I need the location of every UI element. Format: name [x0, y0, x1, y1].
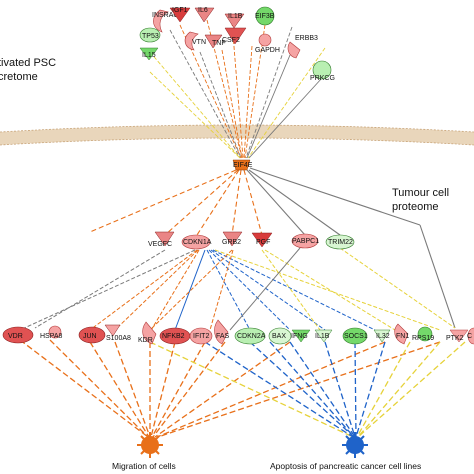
node-tnf[interactable]: TNF	[204, 34, 226, 49]
svg-text:FN1: FN1	[396, 333, 409, 340]
svg-text:IL32: IL32	[376, 333, 390, 340]
node-ptk2[interactable]: PTK2	[446, 329, 469, 343]
migration-label: Migration of cells	[112, 461, 176, 471]
edges-to-migration	[19, 339, 441, 438]
node-il1b-bottom[interactable]: IL1B	[314, 329, 333, 343]
svg-text:IFNG: IFNG	[291, 333, 308, 340]
svg-text:PTK2: PTK2	[446, 335, 464, 342]
svg-text:GAPDH: GAPDH	[255, 47, 280, 54]
node-pabpc1[interactable]: PABPC1	[291, 233, 319, 249]
svg-text:VTN: VTN	[192, 39, 206, 46]
outcome-migration-icon[interactable]	[137, 432, 163, 458]
svg-text:PRKCG: PRKCG	[310, 75, 335, 82]
node-bax[interactable]: BAX	[268, 327, 292, 345]
svg-text:EIF3B: EIF3B	[255, 13, 275, 20]
svg-text:IL15: IL15	[142, 52, 156, 59]
svg-text:CDKN2A: CDKN2A	[237, 333, 266, 340]
node-il32[interactable]: IL32	[373, 329, 391, 343]
svg-text:VDR: VDR	[8, 333, 23, 340]
svg-text:IGF1: IGF1	[172, 7, 188, 14]
node-prkcg[interactable]: PRKCG	[310, 60, 335, 82]
node-igf1[interactable]: IGF1	[169, 7, 191, 23]
node-ifit2[interactable]: IFIT2	[189, 327, 213, 345]
node-cdkn1a[interactable]: CDKN1A	[181, 234, 212, 250]
svg-text:IL6: IL6	[198, 7, 208, 14]
svg-text:HSPA8: HSPA8	[40, 333, 63, 340]
node-tp53[interactable]: TP53	[139, 27, 161, 43]
svg-text:INSRAC1: INSRAC1	[152, 12, 182, 19]
edges-mid-to-bottom	[19, 247, 456, 333]
psc-label-line2: cretome	[0, 71, 38, 83]
svg-text:PGF: PGF	[256, 239, 270, 246]
node-kdr[interactable]: KDR	[138, 321, 157, 345]
svg-text:RPS19: RPS19	[412, 335, 434, 342]
node-insrac1[interactable]: INSRAC1	[152, 9, 182, 33]
svg-text:FAS: FAS	[216, 333, 230, 340]
outcome-apoptosis-icon[interactable]	[342, 432, 368, 458]
node-il1b-top[interactable]: IL1B	[224, 13, 245, 29]
svg-text:TP53: TP53	[142, 33, 159, 40]
svg-text:IL1B: IL1B	[315, 333, 330, 340]
edges-eif4e-to-mid	[89, 167, 456, 329]
node-vdr[interactable]: VDR	[2, 326, 34, 344]
svg-text:IL1B: IL1B	[228, 13, 243, 20]
svg-text:JUN: JUN	[83, 333, 97, 340]
node-rps19[interactable]: RPS19	[412, 326, 434, 342]
edges-to-apoptosis	[149, 341, 466, 438]
psc-label-line1: tivated PSC	[0, 57, 56, 69]
node-jun[interactable]: JUN	[78, 326, 106, 344]
node-erbb3[interactable]: ERBB3	[287, 35, 318, 59]
node-socs1[interactable]: SOCS1	[342, 327, 368, 345]
node-s100a8[interactable]: S100A8	[104, 324, 131, 342]
node-c-cut[interactable]: C	[467, 327, 474, 345]
node-vtn[interactable]: VTN	[184, 31, 206, 51]
svg-text:PABPC1: PABPC1	[292, 238, 319, 245]
svg-text:C: C	[467, 333, 472, 340]
svg-text:NFKB2: NFKB2	[162, 333, 185, 340]
svg-text:BAX: BAX	[272, 333, 286, 340]
node-il6[interactable]: IL6	[194, 7, 215, 23]
node-eif4e[interactable]: EIF4E	[232, 159, 253, 171]
tumour-label-line2: proteome	[392, 201, 438, 213]
node-vegfc[interactable]: VEGFC	[148, 231, 175, 248]
node-hspa8[interactable]: HSPA8	[40, 325, 63, 340]
svg-text:SOCS1: SOCS1	[344, 333, 368, 340]
node-pgf[interactable]: PGF	[251, 232, 273, 248]
node-gapdh[interactable]: GAPDH	[255, 33, 280, 54]
svg-text:IFIT2: IFIT2	[193, 333, 209, 340]
node-fn1[interactable]: FN1	[394, 323, 410, 345]
svg-text:KDR: KDR	[138, 337, 153, 344]
svg-text:EIF4E: EIF4E	[233, 162, 253, 169]
svg-text:ERBB3: ERBB3	[295, 35, 318, 42]
svg-text:TNF: TNF	[212, 40, 226, 47]
svg-text:TRIM22: TRIM22	[328, 239, 353, 246]
svg-text:S100A8: S100A8	[106, 335, 131, 342]
cell-membrane	[0, 124, 474, 146]
svg-text:VEGFC: VEGFC	[148, 241, 172, 248]
node-cdkn2a[interactable]: CDKN2A	[234, 327, 266, 345]
node-nfkb2[interactable]: NFKB2	[159, 327, 191, 345]
node-ifng[interactable]: IFNG	[291, 329, 311, 343]
node-trim22[interactable]: TRIM22	[325, 234, 355, 250]
node-csf2[interactable]: CSF2	[222, 27, 247, 45]
svg-text:CSF2: CSF2	[222, 37, 240, 44]
node-fas[interactable]: FAS	[214, 319, 230, 345]
apoptosis-label: Apoptosis of pancreatic cancer cell line…	[270, 461, 421, 471]
svg-text:GRB2: GRB2	[222, 239, 241, 246]
node-il15[interactable]: IL15	[139, 47, 159, 61]
node-eif3b[interactable]: EIF3B	[255, 6, 275, 26]
tumour-label-line1: Tumour cell	[392, 187, 449, 199]
svg-text:CDKN1A: CDKN1A	[183, 239, 212, 246]
node-grb2[interactable]: GRB2	[222, 231, 243, 247]
